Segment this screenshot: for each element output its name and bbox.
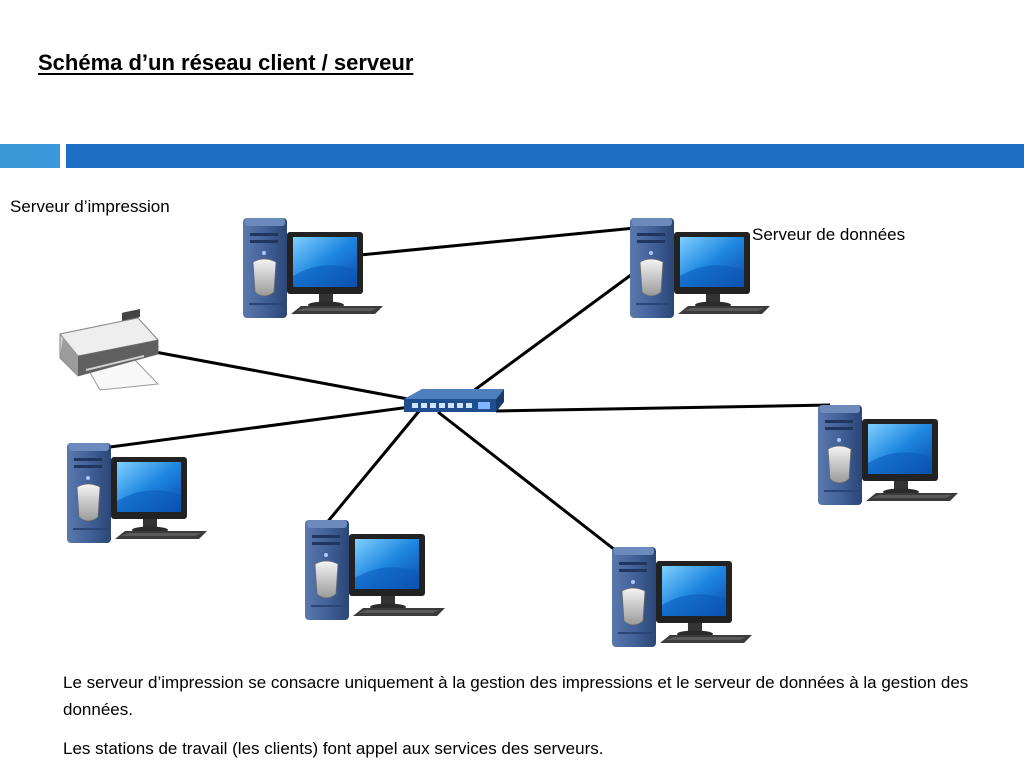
link-data-server-to-switch <box>464 270 636 399</box>
description-paragraph-2: Les stations de travail (les clients) fo… <box>63 739 604 758</box>
client-computer-icon-bottom-right <box>611 546 753 648</box>
link-print-to-data-server <box>359 226 636 257</box>
client-computer-icon-bottom-left <box>304 519 446 621</box>
link-left-client-to-switch <box>109 405 411 449</box>
data-server-computer-icon <box>629 217 771 319</box>
accent-bar <box>66 144 1024 168</box>
accent-bar-small <box>0 144 60 168</box>
client-computer-icon-left <box>66 442 208 544</box>
network-links <box>109 226 831 552</box>
print-server-computer-icon <box>242 217 384 319</box>
description-paragraph-1: Le serveur d’impression se consacre uniq… <box>63 673 969 719</box>
data-server-label: Serveur de données <box>752 225 906 244</box>
network-switch-icon <box>404 389 504 412</box>
print-server-label: Serveur d’impression <box>10 197 170 216</box>
link-bottom-right-client-to-switch <box>437 410 616 552</box>
link-right-client-to-switch <box>495 403 831 413</box>
link-printer-to-switch <box>154 350 409 401</box>
link-bottom-left-client-to-switch <box>323 409 422 526</box>
printer-icon <box>59 308 160 391</box>
slide-title: Schéma d’un réseau client / serveur <box>38 50 414 75</box>
client-computer-icon-right <box>817 404 959 506</box>
